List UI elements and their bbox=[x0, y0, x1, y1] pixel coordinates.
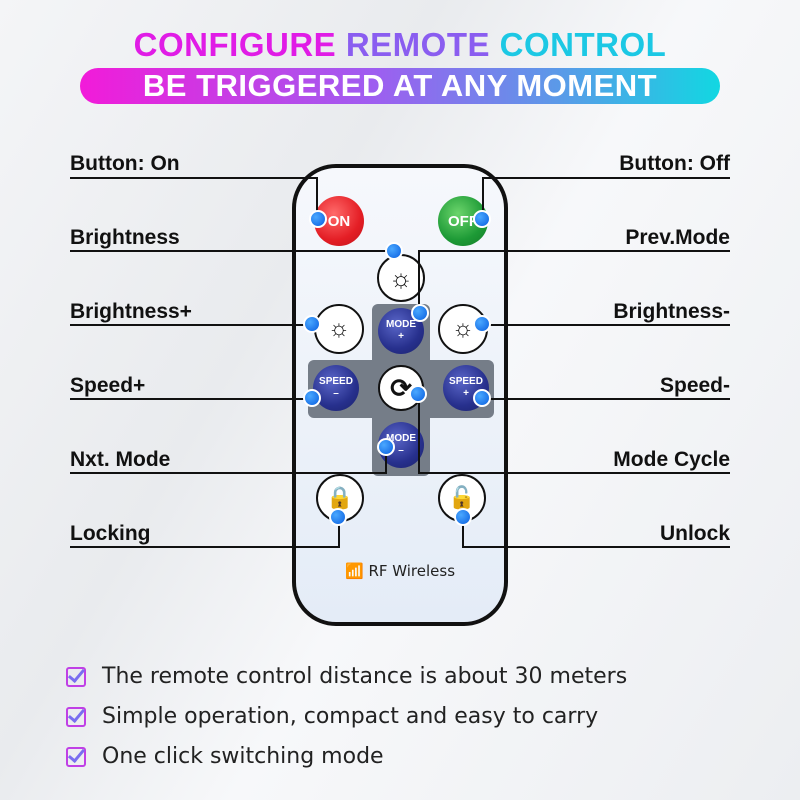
brightness-minus-button[interactable]: ☼ bbox=[438, 304, 488, 354]
leader-line bbox=[70, 398, 312, 400]
label-mode-cycle: Mode Cycle bbox=[613, 448, 730, 471]
leader-line bbox=[70, 546, 340, 548]
leader-line bbox=[462, 546, 730, 548]
marker-dot bbox=[377, 438, 395, 456]
feature-item: Simple operation, compact and easy to ca… bbox=[66, 704, 598, 729]
leader-line bbox=[70, 472, 386, 474]
sun-up-icon: ☼ bbox=[328, 315, 350, 342]
leader-line bbox=[418, 472, 730, 474]
marker-dot bbox=[411, 304, 429, 322]
title-word: REMOTE bbox=[345, 26, 490, 63]
btn-text: + bbox=[463, 388, 469, 399]
leader-line bbox=[482, 398, 730, 400]
page-title: CONFIGURE REMOTE CONTROL bbox=[0, 26, 800, 64]
checkbox-icon bbox=[66, 706, 86, 727]
leader-line bbox=[70, 324, 312, 326]
leader-line bbox=[338, 518, 340, 548]
title-word: CONTROL bbox=[499, 26, 667, 63]
feature-text: Simple operation, compact and easy to ca… bbox=[102, 704, 599, 729]
sun-down-icon: ☼ bbox=[452, 315, 474, 342]
lock-icon: 🔒 bbox=[326, 485, 354, 510]
marker-dot bbox=[473, 389, 491, 407]
speed-minus-button[interactable]: SPEED– bbox=[313, 365, 359, 411]
leader-line bbox=[462, 518, 464, 548]
marker-dot bbox=[303, 389, 321, 407]
marker-dot bbox=[454, 508, 472, 526]
btn-text: SPEED bbox=[319, 376, 353, 387]
label-locking: Locking bbox=[70, 522, 151, 545]
rf-text: RF Wireless bbox=[368, 562, 456, 580]
leader-line bbox=[385, 448, 387, 474]
wifi-icon: 📶 bbox=[344, 562, 364, 580]
marker-dot bbox=[329, 508, 347, 526]
leader-line bbox=[482, 177, 484, 219]
leader-line bbox=[418, 394, 420, 474]
btn-text: – bbox=[333, 388, 339, 399]
leader-line bbox=[418, 250, 730, 252]
label-button-on: Button: On bbox=[70, 152, 180, 175]
brightness-plus-button[interactable]: ☼ bbox=[314, 304, 364, 354]
unlock-button[interactable]: 🔓 bbox=[438, 474, 486, 522]
cycle-icon: ⟳ bbox=[390, 372, 412, 403]
feature-text: The remote control distance is about 30 … bbox=[102, 664, 628, 689]
marker-dot bbox=[309, 210, 327, 228]
feature-text: One click switching mode bbox=[102, 744, 384, 769]
leader-line bbox=[482, 324, 730, 326]
label-button-off: Button: Off bbox=[619, 152, 730, 175]
marker-dot bbox=[303, 315, 321, 333]
subtitle-banner: BE TRIGGERED AT ANY MOMENT bbox=[80, 68, 720, 104]
label-brightness: Brightness bbox=[70, 226, 180, 249]
marker-dot bbox=[473, 315, 491, 333]
leader-line bbox=[316, 177, 318, 219]
leader-line bbox=[70, 177, 318, 179]
label-prev-mode: Prev.Mode bbox=[625, 226, 730, 249]
unlock-icon: 🔓 bbox=[448, 485, 476, 510]
label-brightness-plus: Brightness+ bbox=[70, 300, 192, 323]
btn-text: MODE bbox=[386, 433, 416, 444]
brightness-button[interactable]: ☼ bbox=[377, 254, 425, 302]
title-word: CONFIGURE bbox=[133, 26, 337, 63]
btn-text: SPEED bbox=[449, 376, 483, 387]
sun-icon: ☼ bbox=[389, 262, 413, 293]
label-unlock: Unlock bbox=[659, 522, 730, 545]
btn-text: MODE bbox=[386, 319, 416, 330]
rf-wireless-label: 📶 RF Wireless bbox=[296, 562, 504, 580]
label-next-mode: Nxt. Mode bbox=[70, 448, 171, 471]
btn-text: – bbox=[398, 445, 404, 456]
checkbox-icon bbox=[66, 746, 86, 767]
label-speed-plus: Speed+ bbox=[70, 374, 146, 397]
label-speed-minus: Speed- bbox=[659, 374, 730, 397]
leader-line bbox=[418, 250, 420, 312]
marker-dot bbox=[385, 242, 403, 260]
label-brightness-minus: Brightness- bbox=[613, 300, 730, 323]
feature-item: The remote control distance is about 30 … bbox=[66, 664, 627, 689]
feature-item: One click switching mode bbox=[66, 744, 384, 769]
checkbox-icon bbox=[66, 666, 86, 687]
leader-line bbox=[482, 177, 730, 179]
marker-dot bbox=[473, 210, 491, 228]
marker-dot bbox=[409, 385, 427, 403]
leader-line bbox=[70, 250, 394, 252]
btn-text: + bbox=[398, 331, 404, 342]
